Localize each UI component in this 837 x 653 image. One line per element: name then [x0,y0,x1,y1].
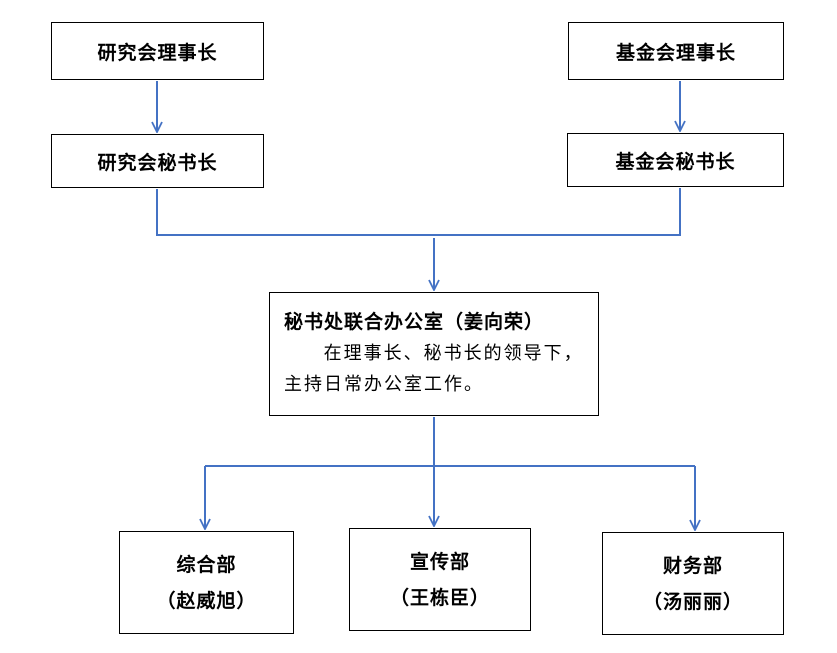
research-chair-node: 研究会理事长 [51,22,264,80]
dept-general-name: 综合部 [176,553,237,576]
dept-publicity-person: （王栋臣） [389,586,490,609]
dept-general-person: （赵威旭） [156,589,257,612]
dept-finance-node: 财务部 （汤丽丽） [602,532,784,635]
dept-finance-name: 财务部 [662,554,723,577]
foundation-secretary-node: 基金会秘书长 [567,133,784,187]
joint-office-title: 秘书处联合办公室（姜向荣） [284,311,545,333]
research-secretary-node: 研究会秘书长 [51,134,264,188]
research-secretary-label: 研究会秘书长 [97,151,218,174]
joint-office-node: 秘书处联合办公室（姜向荣） 在理事长、秘书长的领导下，主持日常办公室工作。 [269,292,599,416]
dept-finance-person: （汤丽丽） [642,590,743,613]
foundation-chair-label: 基金会理事长 [615,41,736,64]
merge-line [156,188,681,236]
dept-publicity-node: 宣传部 （王栋臣） [349,528,531,631]
foundation-secretary-label: 基金会秘书长 [615,150,736,173]
joint-office-description: 在理事长、秘书长的领导下，主持日常办公室工作。 [284,343,584,395]
foundation-chair-node: 基金会理事长 [568,22,784,80]
dept-general-node: 综合部 （赵威旭） [119,531,294,634]
dept-publicity-name: 宣传部 [409,550,470,573]
research-chair-label: 研究会理事长 [97,41,218,64]
